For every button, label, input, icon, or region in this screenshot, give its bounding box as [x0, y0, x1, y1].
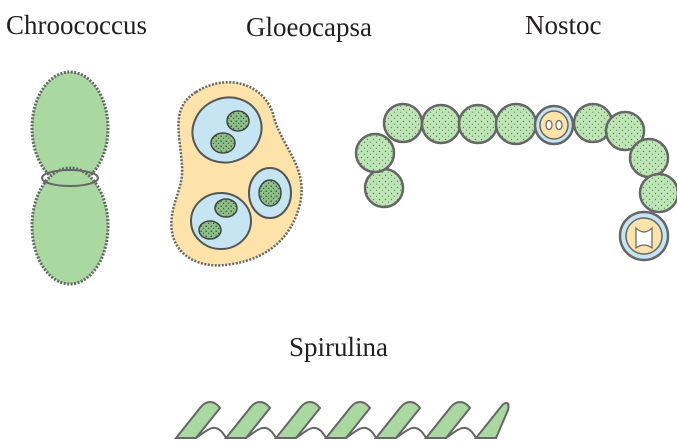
- label-chroococcus: Chroococcus: [6, 12, 147, 39]
- chroococcus-icon: [32, 72, 108, 284]
- label-nostoc: Nostoc: [525, 12, 602, 39]
- label-gloeocapsa: Gloeocapsa: [246, 14, 372, 41]
- label-spirulina: Spirulina: [0, 334, 677, 361]
- spirulina-icon: [176, 402, 509, 438]
- gloeocapsa-icon: [171, 82, 301, 265]
- nostoc-icon: [356, 104, 677, 260]
